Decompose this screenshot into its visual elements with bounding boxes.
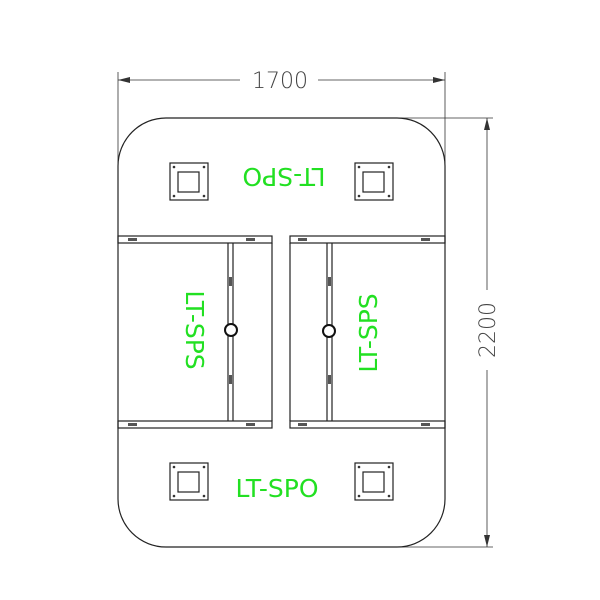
- base-plate-top-right: [354, 162, 394, 201]
- bolt-marks: [128, 238, 430, 426]
- width-dimension-text: 1700: [252, 69, 308, 94]
- left-hinge-icon: [224, 323, 238, 337]
- height-dimension-text: 2200: [476, 302, 501, 358]
- base-plate-top-left: [169, 162, 209, 201]
- base-plate-bottom-left: [169, 462, 209, 501]
- platform-outline: [117, 117, 446, 548]
- label-top: LT-SPO: [242, 162, 325, 191]
- width-dimension: 1700: [117, 69, 446, 200]
- label-bottom: LT-SPO: [235, 474, 318, 503]
- right-hinge-icon: [322, 324, 336, 338]
- center-column: [271, 243, 291, 421]
- height-dimension: 2200: [380, 117, 501, 548]
- label-right: LT-SPS: [354, 293, 383, 372]
- base-plate-bottom-right: [354, 462, 394, 501]
- label-left: LT-SPS: [180, 290, 209, 369]
- top-crossbar: [117, 235, 446, 244]
- bottom-crossbar: [117, 420, 446, 429]
